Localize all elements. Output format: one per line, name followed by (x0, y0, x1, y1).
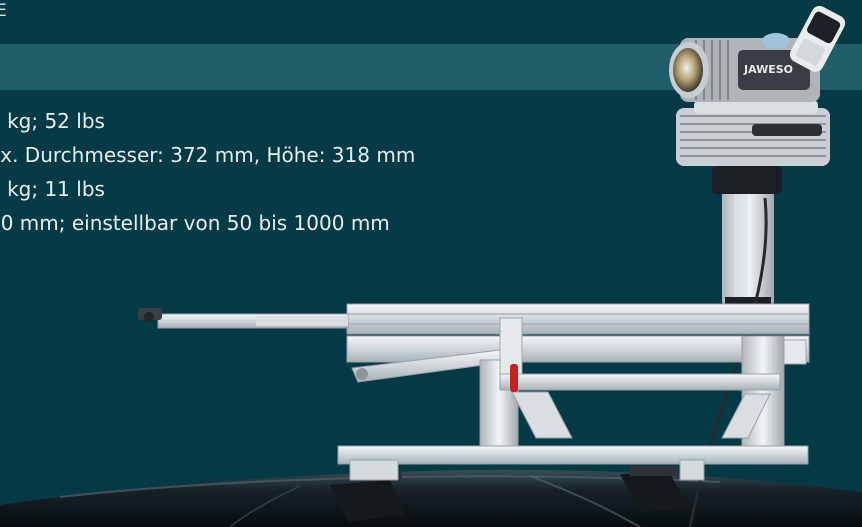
spec-weight-scanner: 9 kg; 11 lbs (0, 177, 105, 201)
spec-weight-total: 4 kg; 52 lbs (0, 109, 105, 133)
mast (712, 166, 782, 313)
car-roof (0, 469, 862, 527)
spec-list: 4 kg; 52 lbs ax. Durchmesser: 372 mm, Hö… (0, 104, 415, 240)
laser-scanner: JAWESO (669, 5, 846, 166)
brand-label: JAWESO (743, 63, 793, 76)
spec-dimensions: ax. Durchmesser: 372 mm, Höhe: 318 mm (0, 143, 416, 167)
mounting-frame (138, 303, 810, 481)
top-cropped-label: E (0, 1, 7, 21)
spec-height-adjustment: 70 mm; einstellbar von 50 bis 1000 mm (0, 211, 390, 235)
